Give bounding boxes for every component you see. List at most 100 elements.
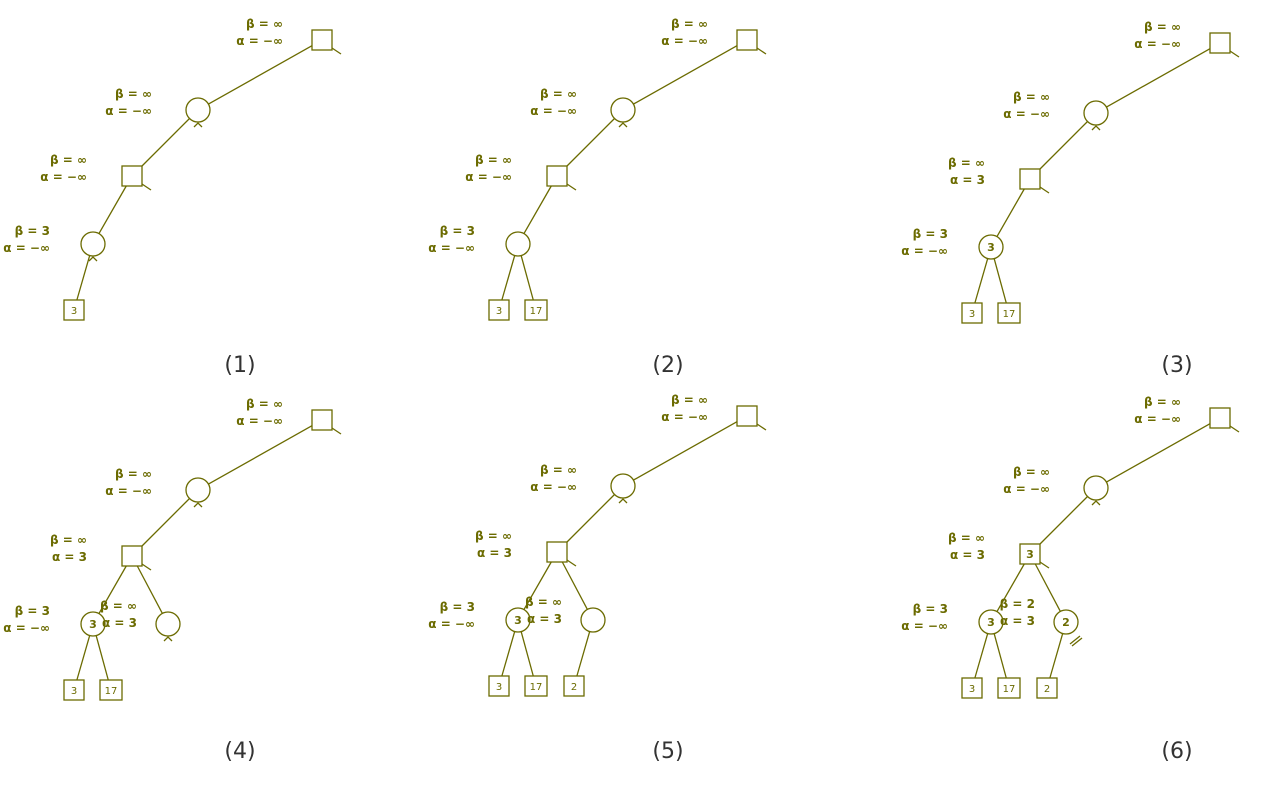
pending-branch-tick [1229,50,1240,58]
panel-1: β = ∞α = −∞β = ∞α = −∞β = ∞α = −∞β = 3α … [3,17,342,378]
panel-5: β = ∞α = −∞β = ∞α = −∞β = ∞α = 33β = 3α … [428,393,767,764]
edge-root-min1 [633,45,738,105]
edge-minA-leaf17 [993,633,1007,679]
beta-label: β = 3 [913,227,948,241]
panel-2: β = ∞α = −∞β = ∞α = −∞β = ∞α = −∞β = 3α … [428,17,767,378]
alpha-label: α = −∞ [105,104,152,118]
node-value: 3 [1026,548,1034,561]
edge-max2-minA [523,185,552,234]
pending-branch-tick [141,183,152,191]
alpha-label: α = 3 [950,173,985,187]
prune-mark [1069,635,1081,645]
pending-branch-tick [141,563,152,571]
pending-branch-tick [1229,425,1240,433]
alpha-label: α = −∞ [901,244,948,258]
beta-label: β = ∞ [525,595,562,609]
edge-max2-minA [996,188,1025,237]
panel-caption: (6) [1161,739,1192,764]
alpha-label: α = −∞ [3,241,50,255]
beta-label: β = ∞ [246,397,283,411]
alpha-label: α = −∞ [901,619,948,633]
min-node-minB: 2 β = 2 α = 3 [1000,597,1083,647]
pending-branch-tick [1091,500,1101,506]
beta-label: β = ∞ [1144,20,1181,34]
max-node-max2: β = ∞α = 3 [475,529,577,567]
alpha-label: α = −∞ [661,34,708,48]
alpha-label: α = −∞ [40,170,87,184]
min-node-minA: 3β = 3α = −∞ [428,600,531,633]
beta-label: β = ∞ [540,87,577,101]
alpha-label: α = −∞ [428,241,475,255]
node-value: 17 [530,682,543,693]
pending-branch-tick [193,122,203,128]
node-value: 3 [987,616,995,629]
beta-label: β = ∞ [671,17,708,31]
alpha-label: α = −∞ [236,414,283,428]
beta-label: β = ∞ [475,153,512,167]
node-value: 3 [514,614,522,627]
edge-root-min1 [1106,48,1211,108]
min-node-min1: β = ∞α = −∞ [530,463,636,504]
beta-label: β = 3 [15,224,50,238]
edge-minB-leaf2 [576,631,591,677]
beta-label: β = ∞ [115,87,152,101]
pending-branch-tick [566,559,577,567]
edge-minA-leaf3 [974,258,989,304]
leaf-node-leaf3: 3 [63,679,85,701]
alpha-label: α = 3 [477,546,512,560]
leaf-node-leaf3: 3 [961,677,983,699]
edge-minA-leaf17 [993,258,1007,304]
min-node-minA: 3β = 3α = −∞ [901,602,1004,635]
min-node-minB: β = ∞α = 3 [525,595,606,633]
leaf-node-leaf17: 17 [524,299,548,321]
alpha-label: α = −∞ [3,621,50,635]
max-node-root: β = ∞α = −∞ [661,393,767,431]
leaf-node-leaf2: 2 [1036,677,1058,699]
edge-minA-leaf17 [95,635,109,681]
pending-branch-tick [618,498,628,504]
beta-label: β = 3 [15,604,50,618]
pending-branch-tick [88,256,98,262]
max-node-root: β = ∞ α = −∞ [236,397,342,435]
beta-label: β = ∞ [1013,90,1050,104]
edge-root-min1 [1106,423,1211,483]
node-value: 3 [496,306,502,317]
node-value: 17 [530,306,543,317]
pending-branch-tick [193,502,203,508]
pending-branch-tick [163,636,173,642]
beta-label: β = ∞ [115,467,152,481]
alpha-label: α = −∞ [236,34,283,48]
pending-branch-tick [1039,186,1050,194]
min-node-min1: β = ∞ α = −∞ [105,87,211,128]
min-node-min1: β = ∞ α = −∞ [1003,90,1109,131]
node-value: 3 [969,684,975,695]
edge-root-min1 [208,425,313,485]
prune-mark [1071,637,1083,647]
edge-minA-leaf3 [76,255,91,301]
beta-label: β = ∞ [1013,465,1050,479]
node-value: 3 [987,241,995,254]
alpha-label: α = −∞ [1003,107,1050,121]
beta-label: β = 3 [440,224,475,238]
node-value: 3 [71,306,77,317]
node-value: 2 [1062,616,1070,629]
pending-branch-tick [331,47,342,55]
leaf-node-leaf17: 17 [997,302,1021,324]
node-value: 17 [105,686,118,697]
beta-label: β = 2 [1000,597,1035,611]
max-node-root: β = ∞ α = −∞ [661,17,767,55]
edge-minA-leaf3 [501,255,516,301]
edge-minA-leaf17 [520,631,534,677]
alpha-label: α = −∞ [1134,412,1181,426]
min-node-min1: β = ∞α = −∞ [1003,465,1109,506]
max-node-root: β = ∞α = −∞ [1134,20,1240,58]
max-node-max2: β = ∞α = 3 [50,533,152,571]
beta-label: β = ∞ [50,533,87,547]
min-node-min1: β = ∞α = −∞ [105,467,211,508]
min-node-minA: 3 β = 3 α = −∞ [901,227,1004,260]
leaf-node-leaf17: 17 [997,677,1021,699]
pending-branch-tick [1039,561,1050,569]
edge-minA-leaf3 [501,631,516,677]
alpha-label: α = 3 [1000,614,1035,628]
